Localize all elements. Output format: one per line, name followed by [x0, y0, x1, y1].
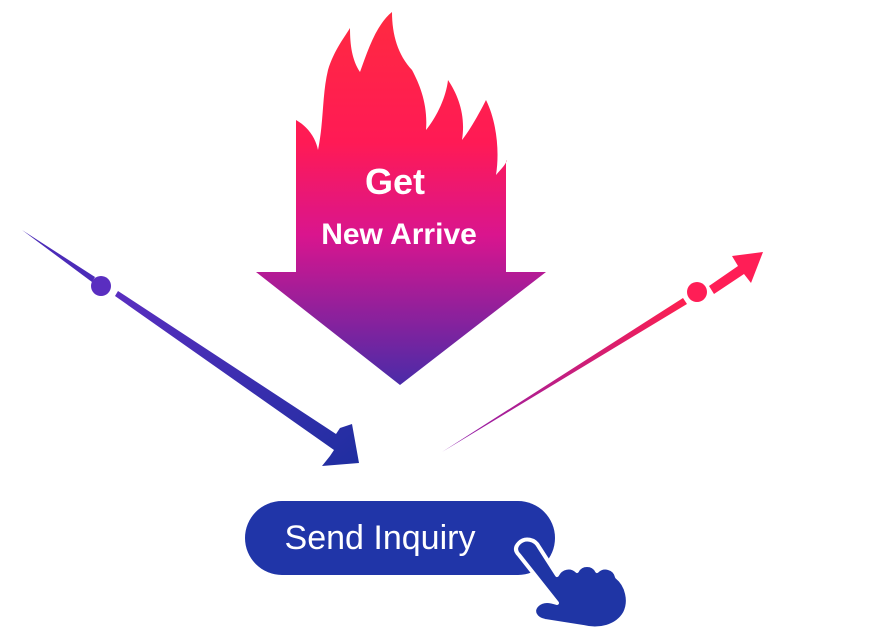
send-inquiry-button[interactable]: Send Inquiry: [245, 501, 555, 575]
left-pointer-arrow-icon: [22, 230, 359, 466]
fire-arrow-title: Get: [364, 161, 425, 202]
fire-arrow-subtitle: New Arrive: [321, 218, 477, 251]
right-pointer-arrow-icon: [442, 252, 763, 452]
hand-pointer-icon: [514, 537, 630, 631]
fire-arrow-icon: [256, 12, 546, 385]
